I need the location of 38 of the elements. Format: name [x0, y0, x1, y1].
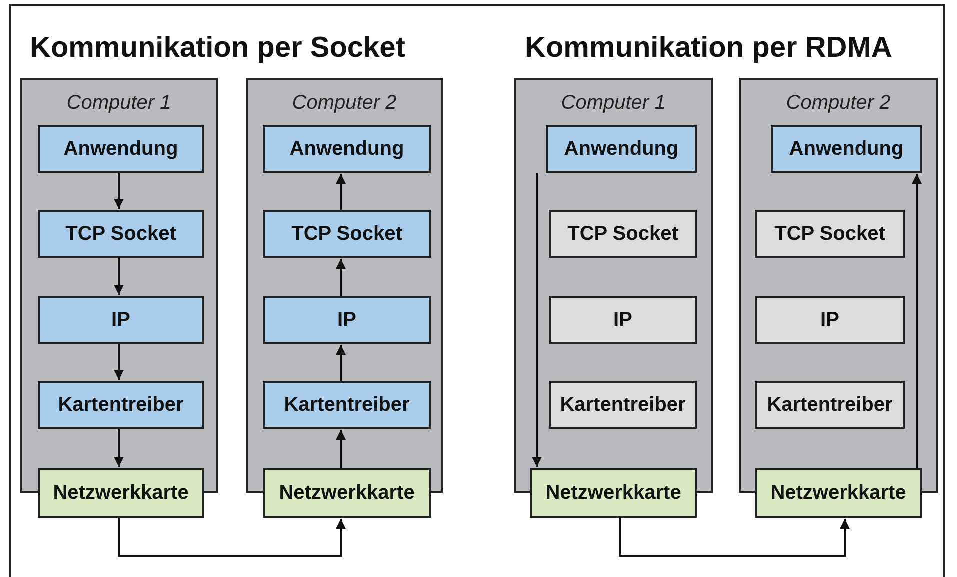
network-card-box: Netzwerkkarte: [38, 468, 204, 518]
arrow: [336, 259, 346, 296]
network-card-box: Netzwerkkarte: [530, 468, 697, 518]
layer-box: Anwendung: [38, 125, 204, 173]
layer-box: TCP Socket: [263, 210, 431, 258]
layer-box: TCP Socket: [755, 210, 905, 258]
arrow: [114, 173, 124, 209]
layer-box: IP: [549, 296, 697, 344]
layer-box: TCP Socket: [549, 210, 697, 258]
layer-box: TCP Socket: [38, 210, 204, 258]
arrow: [336, 430, 346, 468]
arrow: [118, 518, 346, 557]
layer-box: Anwendung: [771, 125, 922, 173]
arrow: [114, 344, 124, 380]
network-card-box: Netzwerkkarte: [263, 468, 431, 518]
arrow: [336, 174, 346, 210]
arrow: [114, 258, 124, 295]
layer-box: IP: [755, 296, 905, 344]
arrow: [336, 345, 346, 381]
arrow: [114, 429, 124, 467]
layer-box: Kartentreiber: [755, 381, 905, 429]
section-title: Kommunikation per RDMA: [525, 32, 892, 65]
arrow: [532, 173, 542, 467]
layer-box: IP: [38, 296, 204, 344]
panel-heading: Computer 2: [291, 92, 398, 115]
arrow: [619, 518, 850, 557]
layer-box: Kartentreiber: [549, 381, 697, 429]
layer-box: Anwendung: [263, 125, 431, 173]
panel-heading: Computer 1: [560, 92, 667, 115]
section-title: Kommunikation per Socket: [30, 32, 406, 65]
layer-box: Kartentreiber: [263, 381, 431, 429]
arrow: [912, 174, 922, 468]
layer-box: IP: [263, 296, 431, 344]
network-card-box: Netzwerkkarte: [755, 468, 922, 518]
layer-box: Anwendung: [546, 125, 697, 173]
layer-box: Kartentreiber: [38, 381, 204, 429]
panel-heading: Computer 1: [66, 92, 172, 115]
panel-heading: Computer 2: [785, 92, 892, 115]
